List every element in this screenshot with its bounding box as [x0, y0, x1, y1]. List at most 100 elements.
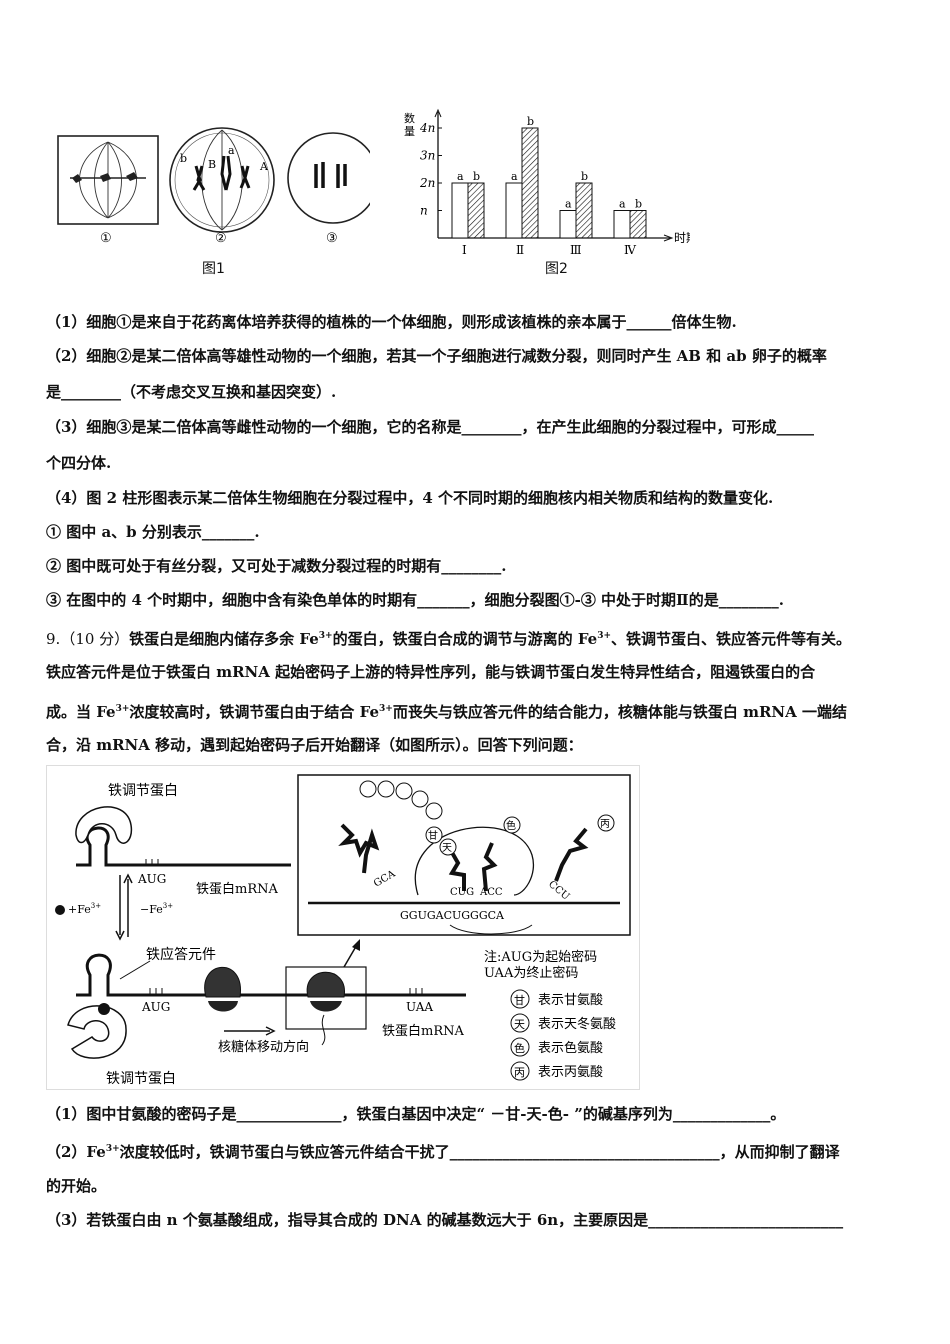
figure1-cells: b B a A ① ② ③	[57, 127, 370, 246]
q8-part3: （3）细胞③是某二倍体高等雌性动物的一个细胞，它的名称是________，在产生…	[46, 418, 814, 436]
y-tick-label: 4n	[419, 121, 435, 135]
bar-label-b: b	[635, 198, 642, 211]
trna-4	[554, 827, 589, 882]
x-tick-label: Ⅰ	[462, 243, 467, 257]
bar-label-a: a	[565, 198, 572, 211]
label-irp-top: 铁调节蛋白	[108, 783, 178, 799]
chromosome-label-B: B	[208, 158, 216, 171]
x-tick-label: Ⅱ	[516, 243, 524, 257]
cell1-label: ①	[100, 231, 112, 246]
cell1-plant-cell	[57, 135, 159, 225]
figure1-caption: 图1	[202, 261, 225, 277]
trna-3	[481, 842, 498, 892]
aa-gly-marker: 甘	[428, 829, 438, 842]
chromosome-label-A: A	[259, 160, 269, 173]
ribosome-outline	[414, 826, 535, 896]
chromosome-label-b: b	[180, 152, 187, 165]
label-mrna-top: 铁蛋白mRNA	[196, 881, 278, 897]
x-axis-label: 时期	[674, 231, 690, 245]
anticodon-2: CUG	[450, 887, 474, 898]
legend-gly: 甘 表示甘氨酸	[510, 989, 603, 1009]
q9-line3-a: 成。当 Fe	[46, 703, 116, 721]
q8-part2-cont: 是________（不考虑交叉互换和基因突变）.	[46, 383, 337, 401]
bar-label-a: a	[457, 170, 464, 183]
y-axis-arrow	[434, 108, 442, 118]
bar-b	[521, 127, 539, 239]
y-tick-label: n	[420, 204, 428, 218]
q8-part1: （1）细胞①是来自于花药离体培养获得的植株的一个体细胞，则形成该植株的亲本属于_…	[46, 313, 737, 331]
bar-label-a: a	[511, 170, 518, 183]
q8-part4-sub2: ② 图中既可处于有丝分裂，又可处于减数分裂过程的时期有________.	[46, 557, 507, 575]
fe-superscript: 3+	[105, 1144, 120, 1154]
q8-part3-cont: 个四分体.	[46, 454, 112, 472]
ferritin-translation-diagram: 铁调节蛋白 AUG 铁蛋白mRNA +Fe3+ −Fe3+ 铁应答元件 AUG …	[46, 765, 640, 1090]
ribosome-large	[204, 966, 241, 998]
aa-ala-marker: 丙	[600, 819, 610, 830]
y-tick-label: 3n	[420, 149, 435, 163]
q9-intro-line2: 铁应答元件是位于铁蛋白 mRNA 起始密码子上游的特异性序列，能与铁调节蛋白发生…	[46, 663, 816, 681]
label-plus-fe: +Fe3+	[68, 902, 101, 916]
q9-part1: （1）图中甘氨酸的密码子是______________，铁蛋白基因中决定“ －甘…	[46, 1105, 786, 1123]
q9-intro-line4: 合，沿 mRNA 移动，遇到起始密码子后开始翻译（如图所示）。回答下列问题：	[46, 736, 583, 754]
bar-b	[575, 182, 593, 239]
note-line2: UAA为终止密码	[484, 965, 578, 981]
bar-label-a: a	[619, 198, 626, 211]
y-tick-label: 2n	[419, 176, 435, 190]
bar-a	[505, 182, 523, 239]
q9-line3-c: 而丧失与铁应答元件的结合能力，核糖体能与铁蛋白 mRNA 一端结	[392, 703, 847, 721]
legend-ala: 丙 表示丙氨酸	[510, 1061, 603, 1081]
q8-part4-sub3: ③ 在图中的 4 个时期中，细胞中含有染色单体的时期有_______，细胞分裂图…	[46, 591, 784, 609]
fe-superscript: 3+	[318, 631, 333, 641]
bar-label-b: b	[473, 170, 480, 183]
cell3-animal-cell	[287, 132, 370, 224]
q8-part4: （4）图 2 柱形图表示某二倍体生物细胞在分裂过程中，4 个不同时期的细胞核内相…	[46, 489, 774, 507]
cell2-label: ②	[215, 231, 227, 246]
q9-part2-a: （2）Fe	[46, 1143, 106, 1161]
fe-superscript: 3+	[597, 631, 612, 641]
svg-text:表示天冬氨酸: 表示天冬氨酸	[538, 1016, 616, 1032]
q9-line3-b: 浓度较高时，铁调节蛋白由于结合 Fe	[129, 703, 380, 721]
q9-part2-cont: 的开始。	[46, 1177, 107, 1195]
fe-ion-dot	[55, 905, 65, 915]
bar-b	[467, 182, 485, 239]
free-hairpin-mrna	[76, 953, 466, 997]
bar-b	[629, 210, 647, 239]
figure2-caption: 图2	[545, 261, 568, 277]
mrna-sequence: GGUGACUGGGCA	[400, 909, 505, 922]
label-minus-fe: −Fe3+	[140, 902, 173, 916]
svg-text:天: 天	[514, 1018, 525, 1031]
y-axis-label-char: 数	[404, 112, 415, 125]
ribosome-small	[208, 1001, 238, 1012]
figure2-bar-chart: n2n3n4n数量时期abⅠabⅡabⅢabⅣ	[404, 108, 690, 257]
y-axis-label-char: 量	[404, 125, 415, 138]
legend-asp: 天 表示天冬氨酸	[510, 1013, 616, 1033]
svg-text:表示色氨酸: 表示色氨酸	[538, 1040, 603, 1056]
bar-label-b: b	[581, 170, 588, 183]
q9-number: 9.	[46, 630, 61, 648]
fe-superscript: 3+	[379, 704, 393, 714]
cell2-animal-cell: b B a A	[169, 127, 275, 233]
label-aug-bottom: AUG	[141, 1000, 170, 1014]
bar-a	[451, 182, 469, 239]
aa-trp-marker: 色	[506, 819, 516, 832]
aa-asp-marker: 天	[442, 843, 452, 854]
x-tick-label: Ⅲ	[570, 243, 582, 257]
q9-line1-a: 铁蛋白是细胞内储存多余 Fe	[129, 630, 319, 648]
peptide-chain	[359, 780, 443, 820]
q9-part2: （2）Fe3+浓度较低时，铁调节蛋白与铁应答元件结合干扰了___________…	[46, 1139, 840, 1162]
bar-label-b: b	[527, 115, 534, 128]
label-aug-top: AUG	[137, 872, 166, 886]
label-mrna-bottom: 铁蛋白mRNA	[382, 1023, 464, 1039]
svg-text:丙: 丙	[514, 1066, 525, 1079]
svg-text:甘: 甘	[514, 994, 525, 1007]
q9-score: （10 分）	[60, 630, 130, 648]
q9-line1-c: 、铁调节蛋白、铁应答元件等有关。	[611, 630, 852, 648]
label-ire: 铁应答元件	[146, 946, 216, 963]
q9-part2-b: 浓度较低时，铁调节蛋白与铁应答元件结合干扰了__________________…	[119, 1143, 840, 1161]
svg-text:表示甘氨酸: 表示甘氨酸	[538, 993, 603, 1008]
svg-text:表示丙氨酸: 表示丙氨酸	[538, 1065, 603, 1080]
cell3-label: ③	[326, 231, 338, 246]
trna-1	[338, 823, 380, 874]
q9-line1-b: 的蛋白，铁蛋白合成的调节与游离的 Fe	[332, 630, 598, 648]
note-title: 注:AUG为起始密码	[484, 949, 597, 965]
